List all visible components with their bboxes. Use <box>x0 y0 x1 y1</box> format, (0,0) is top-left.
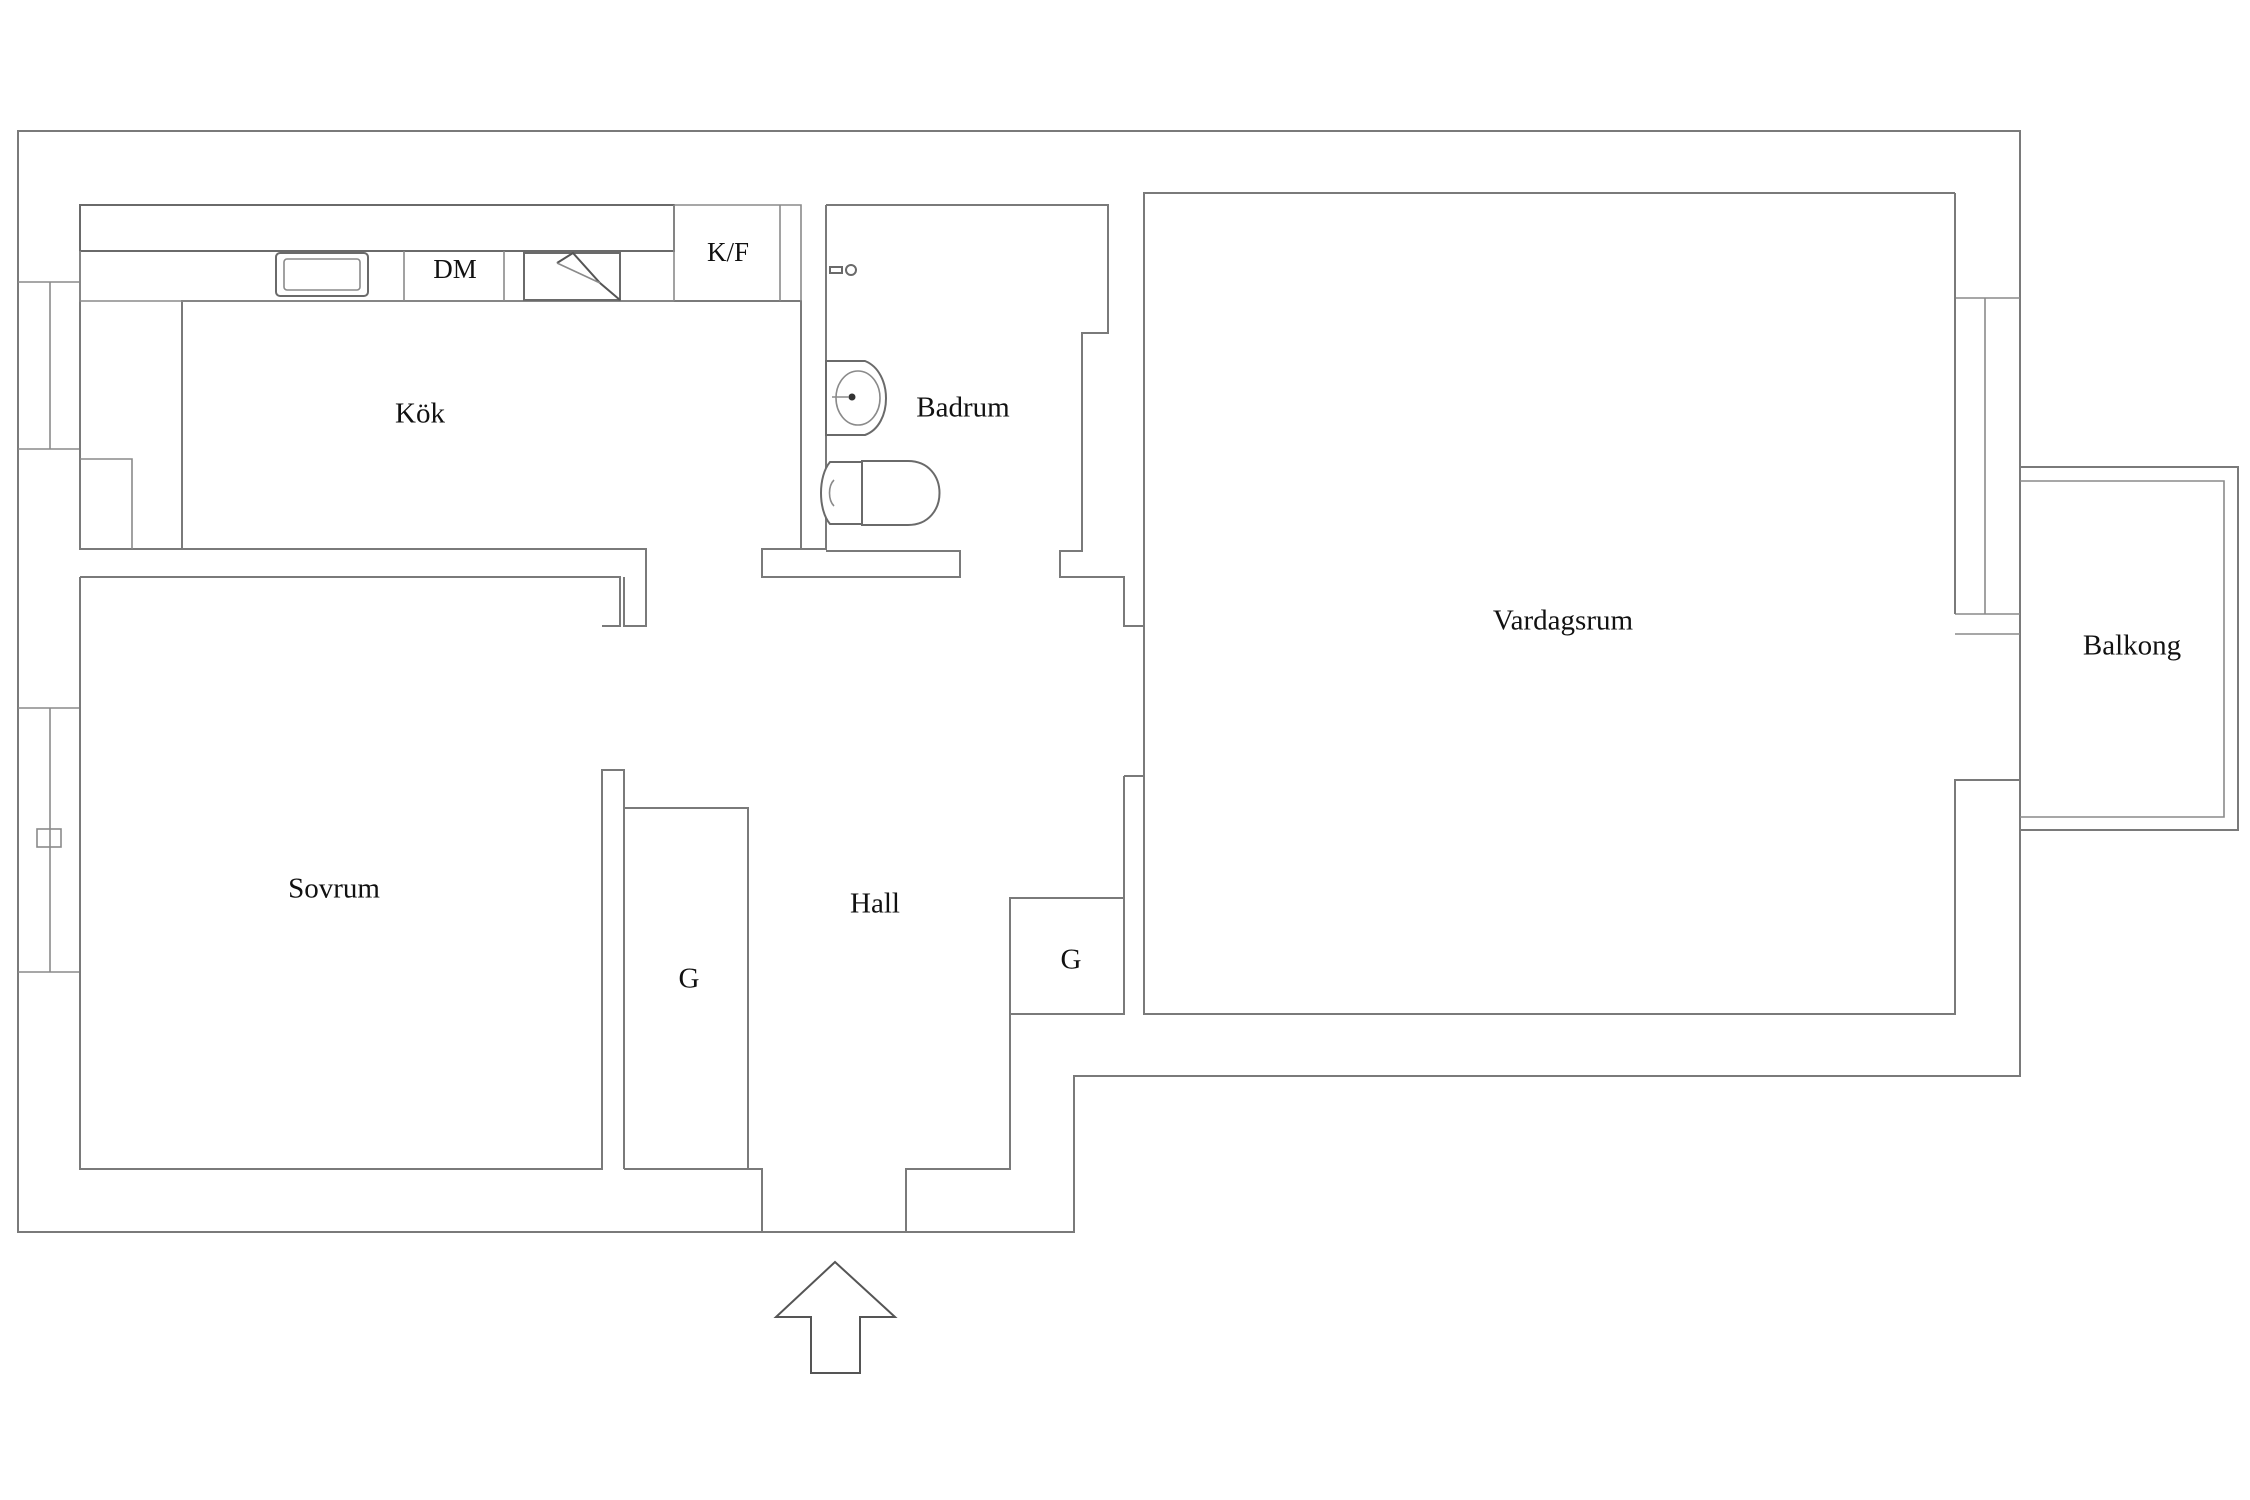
kitchen-countertop <box>79 204 675 252</box>
bathroom-room <box>761 192 1956 627</box>
shower-icon <box>829 264 857 276</box>
balcony-label: Balkong <box>2083 630 2181 662</box>
stove-icon <box>523 251 621 301</box>
fridge-freezer-label: K/F <box>707 237 749 267</box>
outer-walls <box>17 130 2021 1233</box>
kitchen-label: Kök <box>395 398 445 430</box>
window-handle-icon <box>36 828 62 848</box>
sink-icon <box>825 360 887 436</box>
balcony-outline <box>2020 466 2239 831</box>
window-kitchen <box>18 281 80 450</box>
kitchen-room <box>79 204 802 575</box>
dishwasher-label: DM <box>433 254 477 284</box>
bedroom-label: Sovrum <box>288 873 380 905</box>
bathroom-label: Badrum <box>916 392 1010 424</box>
window-bedroom <box>18 707 80 973</box>
living-room-label: Vardagsrum <box>1493 605 1634 637</box>
living-room <box>1124 193 2020 1015</box>
entrance-arrow-icon <box>773 1260 898 1374</box>
wardrobe-right-label: G <box>1061 944 1082 976</box>
wardrobe-left-label: G <box>679 963 700 995</box>
window-living-room <box>1955 297 2020 635</box>
kitchen-sink-icon <box>275 252 369 297</box>
hall-walls <box>79 575 1125 1232</box>
hall-label: Hall <box>850 888 900 920</box>
toilet-icon <box>820 460 941 526</box>
